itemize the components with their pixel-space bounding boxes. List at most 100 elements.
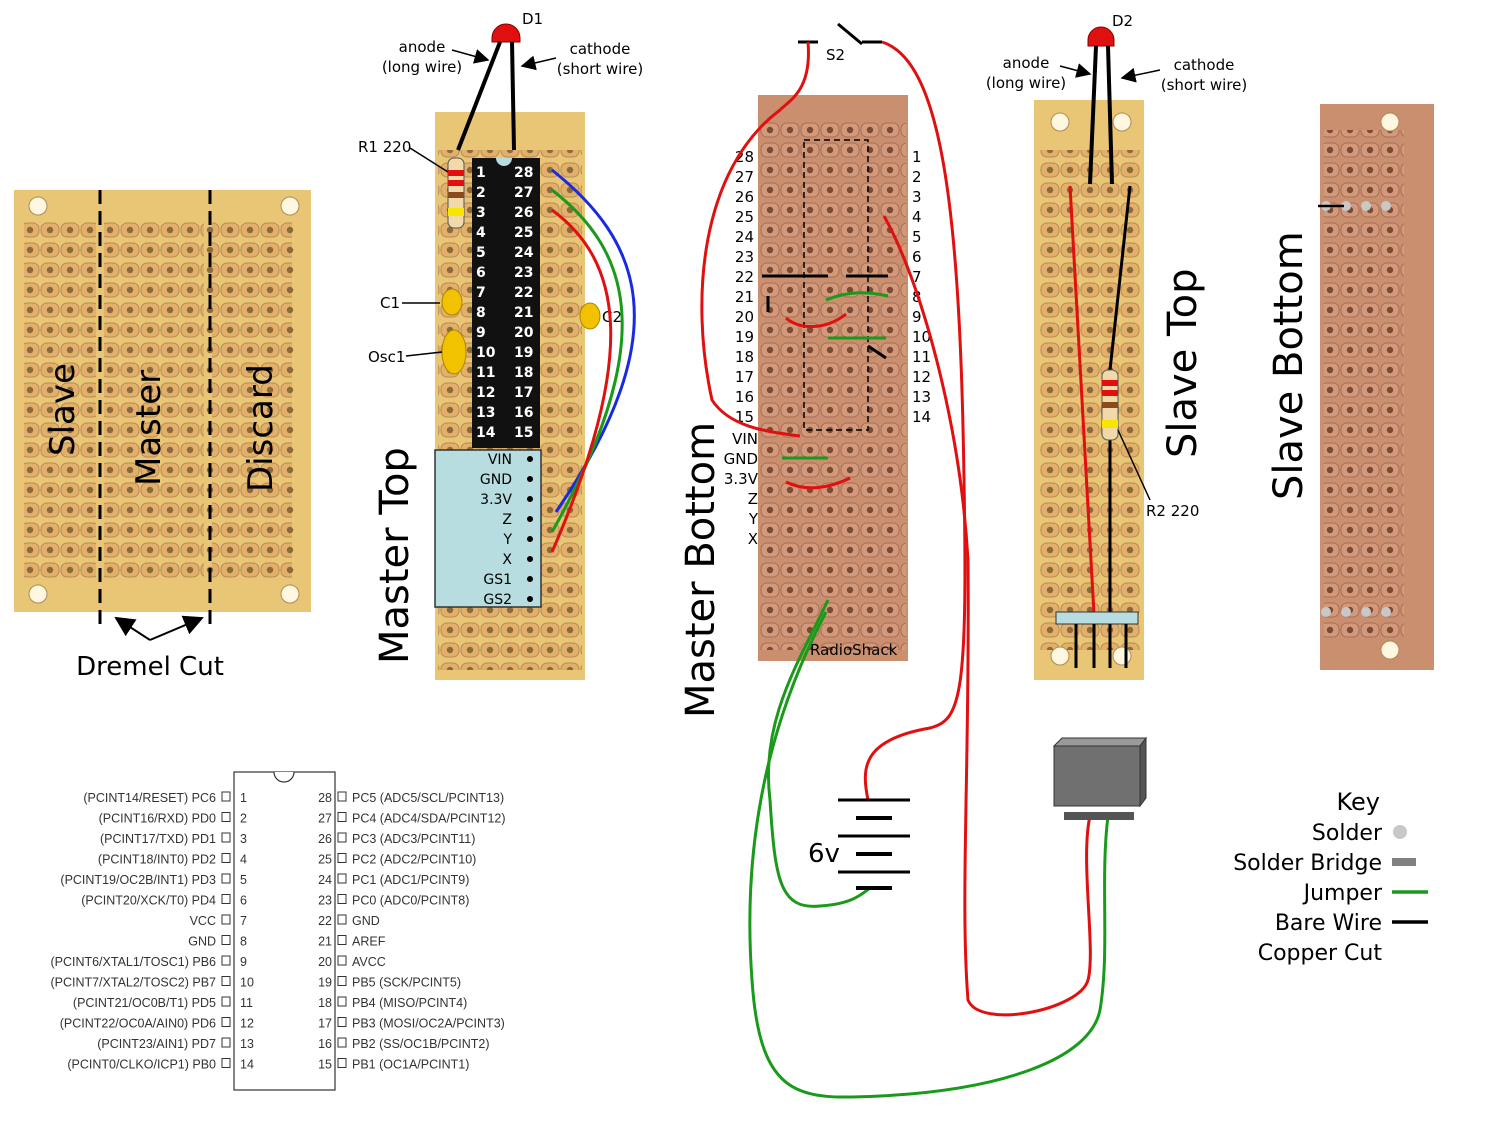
pin-right-lead bbox=[337, 935, 347, 945]
module-pin-label: GS2 bbox=[483, 592, 512, 608]
legend-item-label: Copper Cut bbox=[1258, 941, 1383, 966]
chip-pin-left: 6 bbox=[476, 265, 486, 281]
pin-left-lead bbox=[221, 1017, 231, 1027]
chip-pin-right: 27 bbox=[514, 185, 533, 201]
pin-left-lead bbox=[221, 955, 231, 966]
pin-right-lead bbox=[337, 894, 347, 904]
d2-cathode-sub: (short wire) bbox=[1161, 76, 1248, 94]
bottom-pin-right: 1 bbox=[912, 148, 922, 166]
bottom-pin-left: 23 bbox=[735, 248, 754, 266]
pin-right-label: PB1 (OC1A/PCINT1) bbox=[352, 1058, 469, 1072]
module-pin-label: VIN bbox=[488, 452, 512, 468]
pin-right-lead bbox=[337, 1037, 347, 1048]
bottom-module-label: 3.3V bbox=[724, 470, 759, 488]
pin-right-label: PB5 (SCK/PCINT5) bbox=[352, 976, 461, 990]
pin-right-lead bbox=[337, 832, 347, 843]
r1-label: R1 220 bbox=[358, 138, 411, 156]
d1-anode-sub: (long wire) bbox=[382, 58, 462, 76]
bottom-pin-right: 11 bbox=[912, 348, 931, 366]
pin-left-lead bbox=[221, 812, 231, 822]
osc1-label: Osc1 bbox=[368, 348, 405, 366]
pin-right-lead bbox=[337, 812, 347, 822]
bottom-pin-left: 20 bbox=[735, 308, 754, 326]
bottom-pin-right: 5 bbox=[912, 228, 922, 246]
osc1-crystal bbox=[441, 329, 467, 375]
pin-left-number: 8 bbox=[240, 935, 247, 949]
chip-pin-left: 11 bbox=[476, 365, 495, 381]
pin-right-number: 24 bbox=[318, 873, 332, 887]
bottom-pin-right: 10 bbox=[912, 328, 931, 346]
module-pin-label: GND bbox=[480, 472, 512, 488]
pin-right-number: 17 bbox=[318, 1017, 332, 1031]
bottom-pin-right: 13 bbox=[912, 388, 931, 406]
pin-left-label: (PCINT21/OC0B/T1) PD5 bbox=[73, 996, 216, 1010]
master-label: Master bbox=[129, 370, 169, 486]
chip-pin-left: 12 bbox=[476, 385, 495, 401]
bottom-pin-left: 18 bbox=[735, 348, 754, 366]
pin-right-lead bbox=[337, 853, 347, 863]
pin-left-number: 6 bbox=[240, 894, 247, 908]
bottom-pin-right: 12 bbox=[912, 368, 931, 386]
d1-anode-label: anode bbox=[399, 38, 446, 56]
bottom-pin-left: 19 bbox=[735, 328, 754, 346]
pin-right-number: 27 bbox=[318, 812, 332, 826]
legend-item-label: Solder Bridge bbox=[1233, 851, 1382, 876]
module-pin-dot bbox=[527, 496, 533, 502]
pin-right-number: 26 bbox=[318, 832, 332, 846]
slave-top-title: Slave Top bbox=[1160, 268, 1206, 458]
chip-pin-left: 2 bbox=[476, 185, 486, 201]
d1-cathode-sub: (short wire) bbox=[557, 60, 644, 78]
pin-right-lead bbox=[337, 976, 347, 986]
slave-label: Slave bbox=[43, 363, 83, 456]
pin-right-lead bbox=[337, 873, 347, 884]
pin-right-number: 16 bbox=[318, 1037, 332, 1051]
pin-right-number: 28 bbox=[318, 791, 332, 805]
pin-right-label: PC5 (ADC5/SCL/PCINT13) bbox=[352, 791, 504, 805]
chip-pin-left: 13 bbox=[476, 405, 495, 421]
pin-left-number: 10 bbox=[240, 976, 254, 990]
pin-left-number: 9 bbox=[240, 955, 247, 969]
battery-label: 6v bbox=[808, 839, 840, 869]
pin-left-number: 14 bbox=[240, 1058, 254, 1072]
chip-pin-right: 16 bbox=[514, 405, 533, 421]
chip-pin-right: 20 bbox=[514, 325, 534, 341]
pin-right-number: 21 bbox=[318, 935, 332, 949]
chip-pin-left: 14 bbox=[476, 425, 496, 441]
bottom-module-label: Z bbox=[748, 490, 758, 508]
pin-left-number: 7 bbox=[240, 914, 247, 928]
chip-pin-left: 10 bbox=[476, 345, 496, 361]
pin-right-lead bbox=[337, 1058, 347, 1068]
bottom-pin-right: 14 bbox=[912, 408, 931, 426]
pin-right-lead bbox=[337, 1017, 347, 1027]
module-pin-dot bbox=[527, 536, 533, 542]
module-pin-dot bbox=[527, 516, 533, 522]
legend-swatch bbox=[1393, 825, 1407, 839]
slave-bottom-title: Slave Bottom bbox=[1266, 231, 1312, 500]
bottom-pin-right: 7 bbox=[912, 268, 922, 286]
chip-pin-right: 15 bbox=[514, 425, 533, 441]
overview-board: Slave Master Discard Dremel Cut bbox=[14, 190, 311, 682]
chip-pin-left: 9 bbox=[476, 325, 486, 341]
chip-pin-right: 22 bbox=[514, 285, 533, 301]
pin-right-label: PC0 (ADC0/PCINT8) bbox=[352, 894, 469, 908]
module-pin-dot bbox=[527, 556, 533, 562]
module-pin-label: Z bbox=[502, 512, 512, 528]
chip-pin-left: 8 bbox=[476, 305, 486, 321]
pin-right-number: 19 bbox=[318, 976, 332, 990]
bottom-pin-left: 27 bbox=[735, 168, 754, 186]
chip-pin-right: 21 bbox=[514, 305, 533, 321]
pin-left-number: 11 bbox=[240, 996, 253, 1010]
chip-pin-right: 25 bbox=[514, 225, 533, 241]
legend-swatch bbox=[1392, 858, 1416, 866]
bottom-module-label: X bbox=[748, 530, 758, 548]
r2-label: R2 220 bbox=[1146, 502, 1199, 520]
pin-left-lead bbox=[221, 894, 231, 904]
pin-left-lead bbox=[221, 832, 231, 843]
slave-bottom-board: Slave Bottom bbox=[1266, 104, 1434, 670]
bottom-pin-right: 2 bbox=[912, 168, 922, 186]
pin-left-label: (PCINT19/OC2B/INT1) PD3 bbox=[60, 873, 216, 887]
chip-pin-left: 1 bbox=[476, 165, 486, 181]
bottom-module-label: VIN bbox=[732, 430, 758, 448]
